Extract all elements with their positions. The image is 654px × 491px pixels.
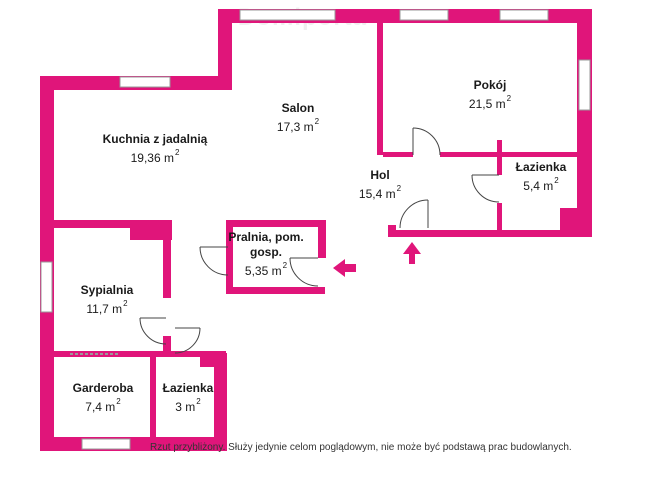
room-label-salon: Salon 17,3 m2 [248,101,348,135]
room-name: Garderoba [72,381,134,395]
wall [318,220,326,258]
wall [218,9,232,90]
door-sypialnia [139,317,167,345]
window [399,9,449,21]
door-pralnia [199,246,229,276]
room-name: Pralnia, pom. gosp. [228,230,304,259]
room-area: 5,4 m2 [523,176,559,193]
door-lazienka-1 [471,174,500,203]
room-area: 11,7 m2 [86,299,128,316]
wall [497,140,502,175]
room-label-kuchnia: Kuchnia z jadalnią 19,36 m2 [70,132,240,166]
wall [214,353,227,451]
wall [163,336,171,355]
window [119,76,171,88]
room-name: Hol [370,168,390,182]
room-label-lazienka-2: Łazienka 3 m2 [156,381,220,415]
room-name: Salon [281,101,315,115]
room-label-lazienka-1: Łazienka 5,4 m2 [505,160,577,194]
wall [388,225,396,237]
room-area: 5,35 m2 [244,261,288,278]
wall [440,152,578,157]
room-area: 3 m2 [175,397,201,414]
wall [163,220,171,298]
wall [54,220,170,228]
entry-arrow-left-icon [333,259,356,277]
wall [54,351,214,357]
room-name: Kuchnia z jadalnią [102,132,208,146]
wall [497,203,502,233]
door-pokoj [412,127,441,156]
room-area: 19,36 m2 [130,148,180,165]
room-name: Sypialnia [80,283,134,297]
room-area: 7,4 m2 [85,397,121,414]
door-pralnia-2 [289,257,319,287]
window [81,438,131,450]
room-label-pokoj: Pokój 21,5 m2 [440,78,540,112]
wall [377,17,383,155]
room-name: Łazienka [515,160,567,174]
room-area: 15,4 m2 [358,184,402,201]
room-area: 21,5 m2 [468,94,512,111]
wall [383,152,413,157]
door-hol-entry [399,199,429,229]
window [239,9,336,21]
window [40,261,53,313]
window [578,59,591,111]
room-label-garderoba: Garderoba 7,4 m2 [56,381,150,415]
disclaimer-text: Rzut przybliżony. Służy jedynie celom po… [150,442,572,453]
room-name: Pokój [473,78,507,92]
wall [130,220,172,240]
wall [577,9,592,237]
wall [226,287,325,294]
entry-arrow-up-icon [403,242,421,264]
wall [388,230,592,237]
window [499,9,549,21]
wall [226,220,233,290]
room-label-hol: Hol 15,4 m2 [335,168,425,202]
room-name: Łazienka [162,381,214,395]
door-lazienka-2 [174,327,201,354]
wall [560,208,592,237]
wall [226,220,326,227]
room-label-pralnia: Pralnia, pom. gosp. 5,35 m2 [228,230,304,279]
wall [200,351,226,367]
room-label-sypialnia: Sypialnia 11,7 m2 [62,283,152,317]
room-area: 17,3 m2 [276,117,320,134]
wall [150,351,156,441]
